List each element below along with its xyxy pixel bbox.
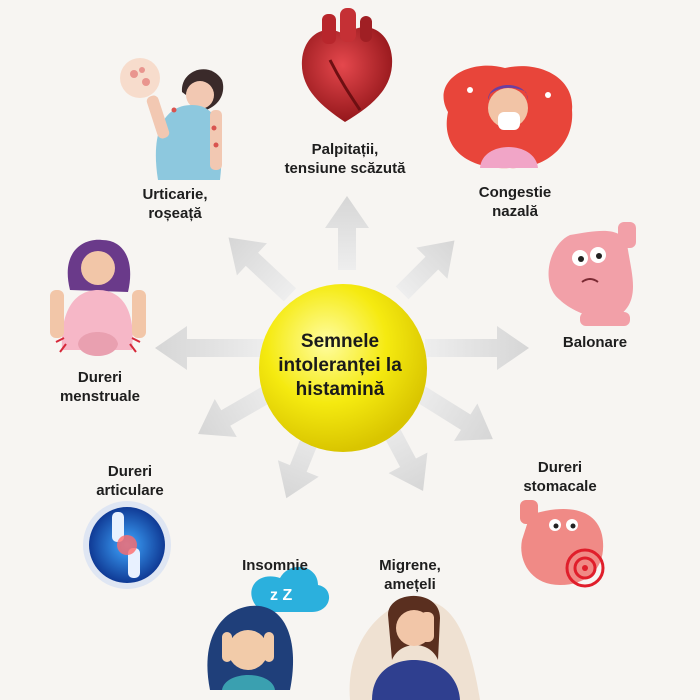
bloated-stomach-icon <box>548 222 636 326</box>
arrow-down-right <box>408 381 493 441</box>
center-title-line-1: Semnele <box>300 331 380 352</box>
arrow-left <box>155 326 269 370</box>
label-insomnia-line-1: Insomnie <box>242 557 308 574</box>
label-palpitations-line-1: Palpitații, <box>311 141 379 158</box>
label-rash-line-2: roșeață <box>148 205 202 222</box>
arrow-down-left-2 <box>198 379 284 438</box>
cramping-woman-icon <box>50 239 146 356</box>
knee-joint-icon <box>83 501 171 589</box>
rash-woman-icon <box>120 58 224 180</box>
label-menstrual-pain-line-2: menstruale <box>59 388 141 405</box>
label-nasal-congestion-line-2: nazală <box>492 203 538 220</box>
label-joint-pain-line-1: Dureri <box>107 463 153 480</box>
headache-woman-icon <box>349 595 480 700</box>
arrow-right <box>425 326 529 370</box>
sneezing-woman-icon <box>443 65 573 169</box>
label-nasal-congestion-line-1: Congestie <box>478 184 552 201</box>
label-rash: Urticarie, roșeață <box>120 185 230 223</box>
label-stomach-pain-line-1: Dureri <box>537 459 583 476</box>
arrow-up <box>325 196 369 270</box>
label-stomach-pain-line-2: stomacale <box>523 478 597 495</box>
heart-icon <box>301 8 393 122</box>
insomnia-zz-text: z Z <box>270 587 292 604</box>
label-bloating: Balonare <box>545 333 645 352</box>
center-title-line-2: intoleranței la <box>278 355 402 376</box>
label-bloating-line-1: Balonare <box>562 334 628 351</box>
label-insomnia: Insomnie <box>225 556 325 575</box>
label-migraine: Migrene, amețeli <box>360 556 460 594</box>
center-title-line-3: histamină <box>295 379 385 400</box>
label-migraine-line-1: Migrene, <box>379 557 441 574</box>
center-title: Semnele intoleranței la histamină <box>255 330 425 402</box>
label-menstrual-pain-line-1: Dureri <box>77 369 123 386</box>
label-menstrual-pain: Dureri menstruale <box>40 368 160 406</box>
label-rash-line-1: Urticarie, <box>142 186 208 203</box>
sleepless-woman-icon: z Z <box>207 566 330 690</box>
stomach-pain-icon <box>520 500 605 588</box>
label-joint-pain: Dureri articulare <box>75 462 185 500</box>
arrow-up-left <box>228 237 297 302</box>
label-nasal-congestion: Congestie nazală <box>455 183 575 221</box>
label-palpitations: Palpitații, tensiune scăzută <box>255 140 435 178</box>
arrow-up-right <box>395 240 455 300</box>
label-palpitations-line-2: tensiune scăzută <box>284 160 406 177</box>
label-stomach-pain: Dureri stomacale <box>500 458 620 496</box>
label-joint-pain-line-2: articulare <box>96 482 164 499</box>
label-migraine-line-2: amețeli <box>384 576 436 593</box>
center-circle <box>259 284 427 452</box>
